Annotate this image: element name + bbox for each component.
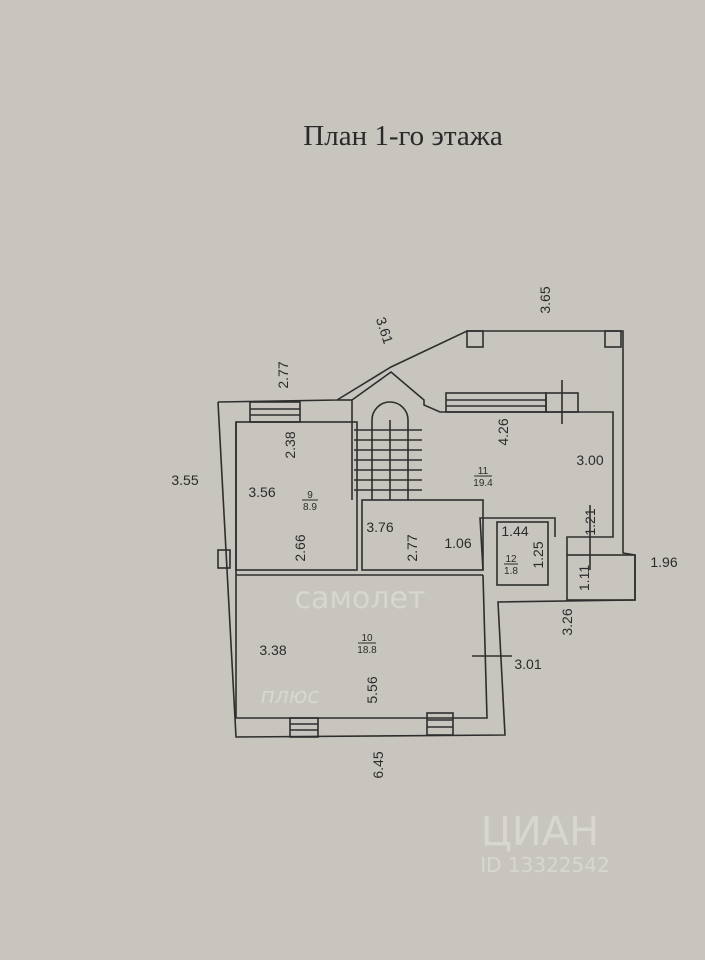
room-area: 19.4 <box>473 478 493 489</box>
room-area: 8.9 <box>303 502 317 513</box>
dimension-label: 5.56 <box>364 676 380 703</box>
dimension-label: 6.45 <box>370 751 386 778</box>
samolet-watermark: самолет <box>295 581 426 616</box>
windows <box>249 380 591 738</box>
dimension-label: 2.77 <box>404 534 420 561</box>
dimension-label: 2.77 <box>275 361 291 388</box>
dimension-label: 1.11 <box>576 565 592 591</box>
dimension-label: 2.66 <box>292 534 308 561</box>
staircase <box>354 401 422 500</box>
cian-id-watermark: ID 13322542 <box>480 853 609 877</box>
dimension-label: 2.38 <box>282 431 298 458</box>
samolet-sub-watermark: плюс <box>260 684 319 709</box>
dimension-label: 3.65 <box>537 286 553 313</box>
dimension-label: 3.76 <box>366 519 393 535</box>
dimension-label: 3.38 <box>259 642 286 658</box>
room-area: 1.8 <box>504 566 518 577</box>
cian-watermark: ЦИАН <box>481 809 599 855</box>
dimension-label: 1.21 <box>582 508 598 535</box>
outer-walls <box>217 330 636 738</box>
plan-title: План 1-го этажа <box>303 120 503 152</box>
dimension-label: 4.26 <box>495 418 511 445</box>
dimension-label: 3.01 <box>514 656 541 672</box>
room-number: 10 <box>361 633 373 644</box>
room-number: 11 <box>478 466 489 477</box>
dimension-label: 3.26 <box>559 608 575 635</box>
room-area: 18.8 <box>357 645 377 656</box>
dimension-label: 1.25 <box>530 541 546 568</box>
room-number: 12 <box>505 554 517 565</box>
dimension-label: 3.55 <box>171 472 198 488</box>
dimension-labels: 2.77 3.61 3.65 3.55 2.38 3.56 2.66 3.76 … <box>171 286 677 778</box>
dimension-label: 1.06 <box>444 535 471 551</box>
dimension-label: 3.61 <box>373 315 397 346</box>
dimension-label: 3.00 <box>576 452 603 468</box>
watermarks: самолет плюс ЦИАН ID 13322542 <box>260 581 609 877</box>
dimension-label: 3.56 <box>248 484 275 500</box>
room-labels: 9 8.9 11 19.4 10 18.8 12 1.8 <box>302 466 518 656</box>
dimension-label: 1.44 <box>501 523 528 539</box>
room-number: 9 <box>307 490 313 501</box>
dimension-label: 1.96 <box>650 554 677 570</box>
